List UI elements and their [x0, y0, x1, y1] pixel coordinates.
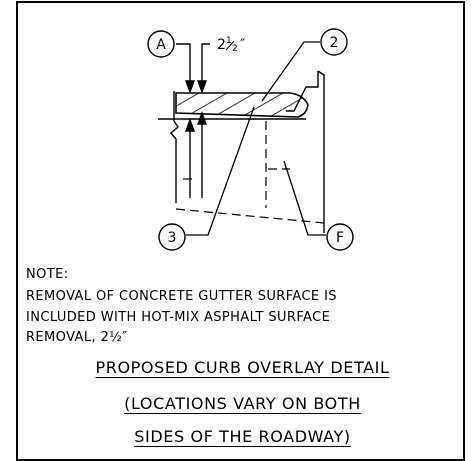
callout-3-label: 3 [168, 230, 177, 246]
title-line-3-text: SIDES OF THE ROADWAY) [134, 427, 351, 446]
pavement-break-line [170, 91, 179, 203]
callout-2-label: 2 [330, 35, 339, 51]
callout-f: F [326, 223, 354, 251]
note-line-2: INCLUDED WITH HOT-MIX ASPHALT SURFACE [26, 310, 331, 325]
title-line-1-text: PROPOSED CURB OVERLAY DETAIL [95, 358, 390, 377]
note-line-3: REMOVAL, 2½″ [26, 330, 128, 345]
dimension-numerator: 1 [226, 36, 232, 46]
asphalt-overlay-hatch [175, 92, 309, 118]
leader-lines [186, 41, 326, 236]
note-heading: NOTE: [26, 267, 69, 282]
callout-3: 3 [158, 223, 186, 251]
dimension-arrows [176, 43, 210, 198]
curb-outline [158, 70, 325, 233]
dimension-unit: ″ [240, 37, 245, 53]
title-line-3: SIDES OF THE ROADWAY) [18, 427, 467, 446]
callout-a: A [147, 30, 175, 58]
title-line-1: PROPOSED CURB OVERLAY DETAIL [18, 358, 467, 377]
curb-overlay-detail-drawing: A 2 3 F 2 1 2 ″ [147, 28, 354, 251]
title-line-2-text: (LOCATIONS VARY ON BOTH [124, 394, 361, 413]
hidden-lines [175, 121, 325, 224]
dimension-whole: 2 [217, 37, 226, 53]
title-line-2: (LOCATIONS VARY ON BOTH [18, 394, 467, 413]
note-line-1: REMOVAL OF CONCRETE GUTTER SURFACE IS [26, 289, 337, 304]
dimension-denominator: 2 [232, 44, 238, 54]
callout-f-label: F [336, 230, 344, 246]
callout-a-label: A [156, 37, 166, 53]
dimension-fraction-bar [225, 40, 235, 51]
dimension-label: 2 1 2 ″ [217, 36, 245, 54]
callout-2: 2 [320, 28, 348, 56]
drawing-frame: A 2 3 F 2 1 2 ″ NOTE: REMOVAL OF CONCRET… [16, 1, 465, 461]
